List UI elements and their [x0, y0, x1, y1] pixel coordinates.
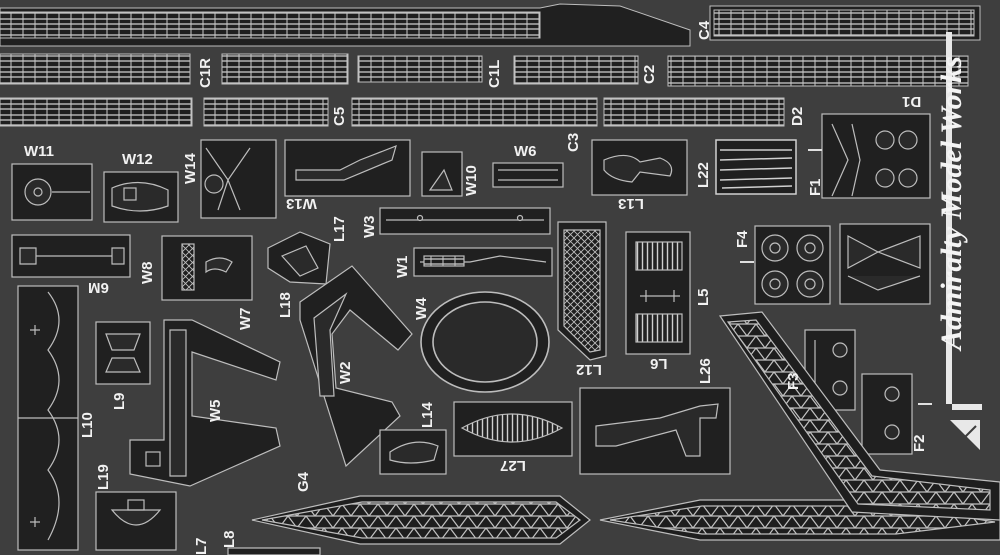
label-l19: L19	[95, 464, 112, 490]
part-d1-f1	[808, 113, 931, 199]
label-6m: 6M	[88, 279, 109, 296]
part-f2	[861, 373, 932, 455]
part-l14	[379, 429, 447, 475]
label-c4: C4	[696, 20, 713, 40]
label-l27: L27	[500, 457, 526, 474]
label-l12: L12	[576, 361, 602, 378]
part-l6-l5	[625, 231, 691, 355]
part-w3	[379, 207, 551, 235]
part-w12	[103, 171, 179, 223]
label-w5: W5	[207, 399, 224, 423]
part-w8	[161, 235, 253, 301]
part-w10	[421, 151, 463, 197]
label-w6: W6	[514, 143, 537, 160]
label-w12: W12	[122, 151, 153, 168]
label-l5: L5	[695, 288, 712, 306]
label-l17: L17	[331, 216, 348, 242]
label-w2: W2	[337, 361, 354, 385]
label-l13: L13	[618, 195, 644, 212]
label-g4: G4	[295, 471, 312, 492]
part-w5	[129, 319, 281, 487]
label-w7: W7	[237, 307, 254, 331]
brand-logo-text: Admiralty Model Works	[935, 56, 968, 350]
part-l18	[267, 231, 331, 285]
part-l12	[557, 221, 607, 361]
label-l26: L26	[697, 358, 714, 384]
label-w13: W13	[286, 195, 317, 212]
label-w8: W8	[139, 261, 156, 285]
part-w14	[200, 139, 277, 219]
label-l18: L18	[277, 292, 294, 318]
part-l10	[17, 285, 79, 551]
part-l19	[95, 491, 177, 551]
label-c5: C5	[331, 106, 348, 126]
part-l26	[579, 387, 731, 475]
brand-bar	[946, 32, 982, 450]
label-c3: C3	[565, 132, 582, 152]
part-w6	[492, 162, 564, 188]
part-g4-truss	[227, 311, 1000, 555]
part-l27	[453, 401, 573, 457]
label-l6: L6	[650, 355, 668, 372]
label-l22: L22	[695, 162, 712, 188]
label-w14: W14	[182, 153, 199, 184]
part-w2	[299, 265, 413, 468]
label-w1: W1	[394, 255, 411, 279]
label-f2: F2	[911, 434, 928, 452]
part-f-bracket	[839, 223, 931, 305]
label-d1: D1	[902, 93, 922, 110]
part-m6	[11, 234, 131, 278]
label-c1r: C1R	[197, 57, 214, 88]
label-w11: W11	[24, 143, 55, 160]
label-f3: F3	[785, 372, 802, 390]
label-f1: F1	[807, 178, 824, 196]
label-w10: W10	[463, 165, 480, 196]
label-c2: C2	[641, 64, 658, 84]
label-w3: W3	[361, 215, 378, 239]
part-l13	[591, 139, 688, 196]
part-w4	[420, 291, 550, 393]
part-w11	[11, 163, 93, 221]
label-d2: D2	[789, 106, 806, 126]
label-f4: F4	[734, 230, 751, 248]
part-w13	[284, 139, 411, 197]
part-l22	[715, 139, 797, 195]
rail-strips-top	[0, 3, 981, 127]
label-l9: L9	[111, 392, 128, 410]
label-l8: L8	[221, 530, 238, 548]
label-c1l: C1L	[486, 59, 503, 88]
part-w1	[413, 247, 553, 277]
part-f4	[740, 225, 831, 305]
label-w4: W4	[413, 297, 430, 321]
label-l7: L7	[193, 537, 210, 555]
label-l14: L14	[419, 402, 436, 428]
label-l10: L10	[79, 412, 96, 438]
part-l9	[95, 321, 151, 385]
